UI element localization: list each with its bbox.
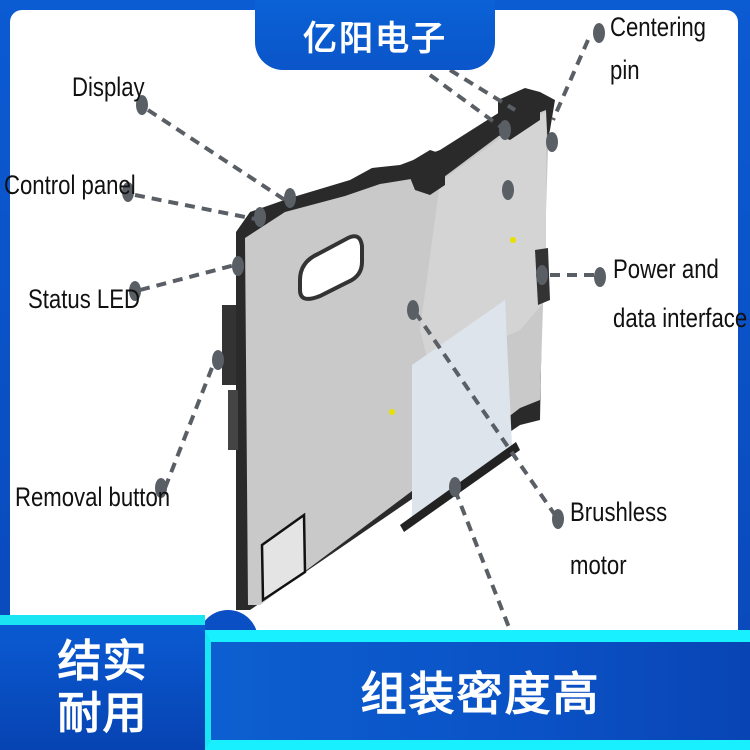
feature-line2: 耐用 (57, 687, 148, 739)
label-centering-line2: pin (610, 55, 640, 86)
leader-lines (134, 39, 595, 631)
feature-banner-text: 组装密度高 (360, 667, 601, 721)
label-power-line1: Power and (613, 254, 719, 284)
label-brushless-line1: Brushless (570, 497, 668, 527)
feature-banner-density: 组装密度高 (205, 630, 750, 750)
label-centering-pin: Centering pin (610, 12, 706, 86)
label-status-led: Status LED (28, 284, 140, 314)
brand-badge: 亿阳电子 (255, 0, 495, 70)
label-control-panel: Control panel (4, 170, 136, 200)
label-removal-button: Removal button (15, 482, 171, 512)
label-power-data: Power and data interface (613, 254, 747, 334)
feeder-illustration (222, 88, 555, 610)
label-centering-line1: Centering (610, 12, 707, 42)
brand-name: 亿阳电子 (303, 18, 447, 59)
label-power-line2: data interface (613, 303, 748, 334)
feature-line1: 结实 (57, 635, 148, 687)
label-brushless-motor: Brushless motor (570, 497, 667, 581)
feature-badge-durable: 结实 耐用 (0, 615, 205, 750)
callout-dots (122, 23, 606, 529)
label-display: Display (72, 72, 145, 102)
label-brushless-line2: motor (570, 550, 627, 581)
